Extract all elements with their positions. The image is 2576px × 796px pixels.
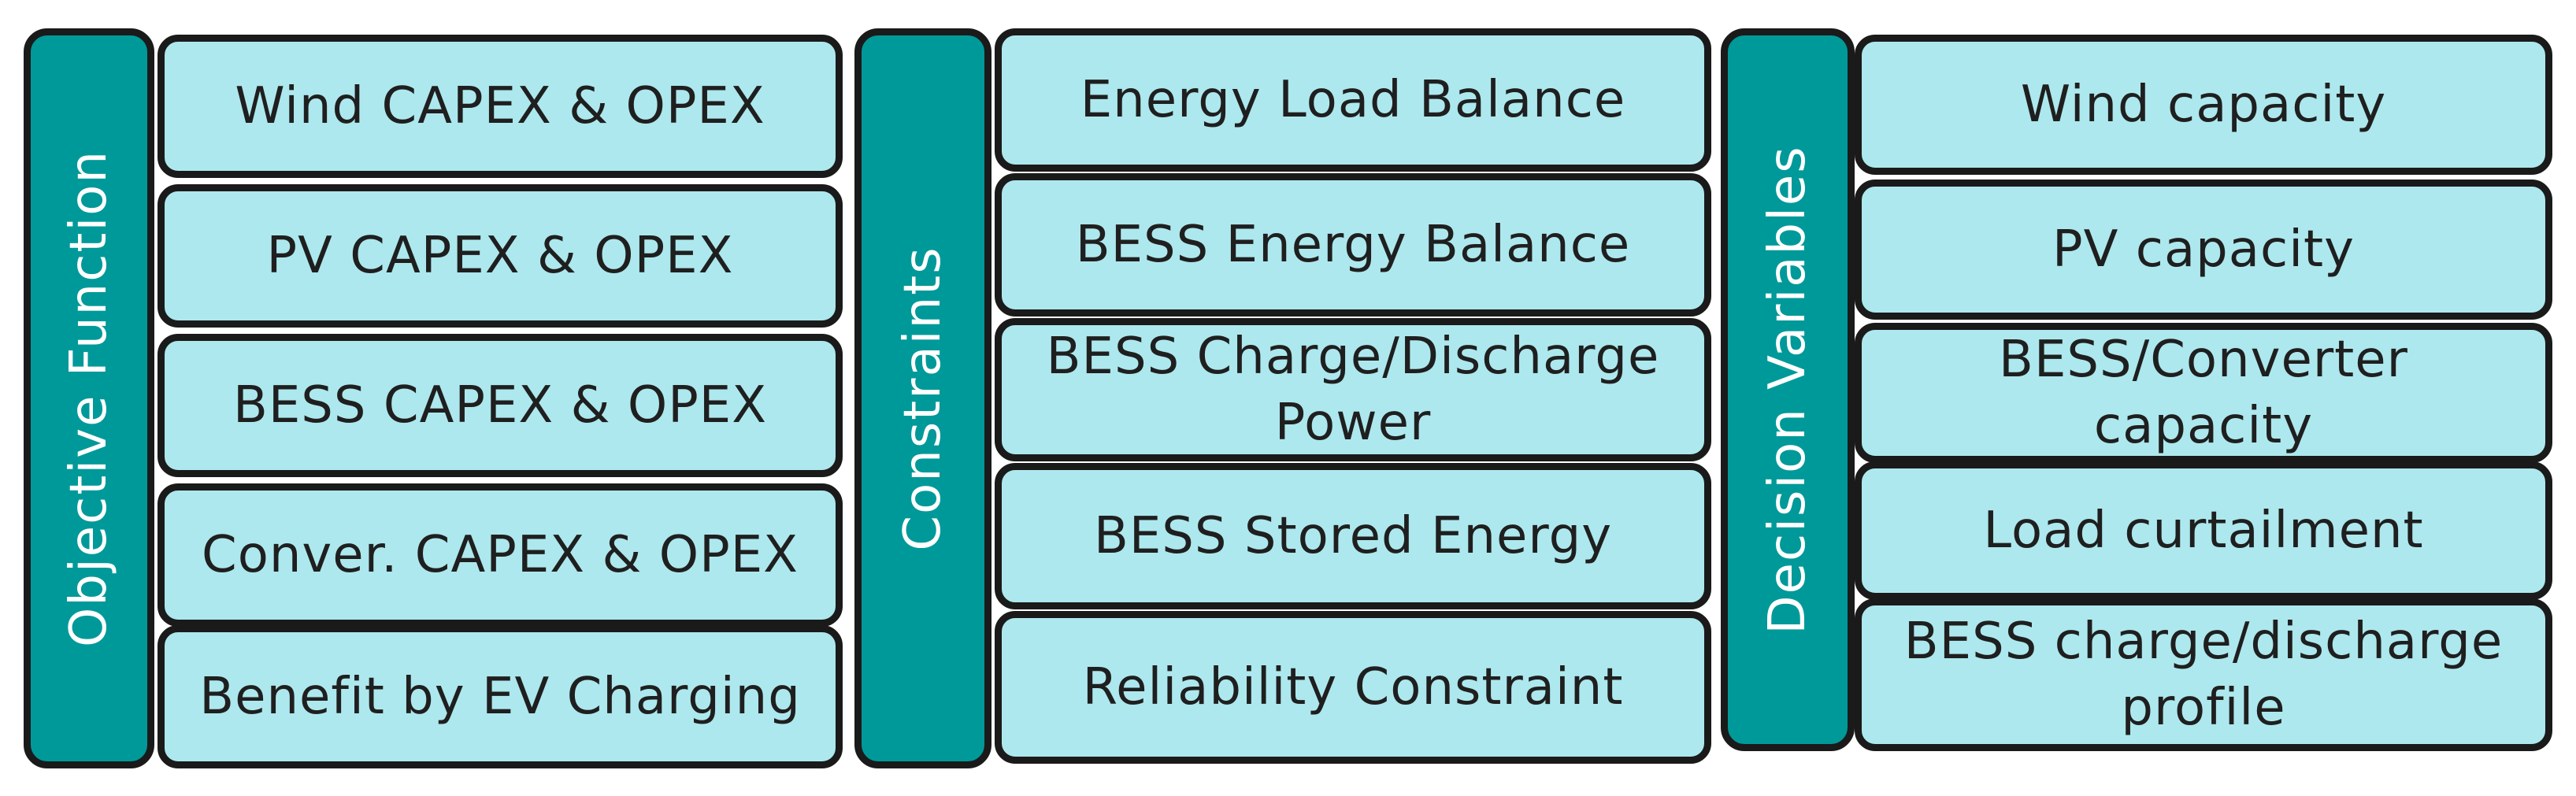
decision-item-wind-capacity: Wind capacity xyxy=(1855,35,2552,175)
constraint-item-reliability: Reliability Constraint xyxy=(995,611,1711,764)
objective-function-header: Objective Function xyxy=(24,28,154,768)
objective-item-pv: PV CAPEX & OPEX xyxy=(158,184,843,328)
constraints-label: Constraints xyxy=(894,246,952,551)
objective-item-ev-benefit: Benefit by EV Charging xyxy=(158,625,843,768)
objective-item-wind: Wind CAPEX & OPEX xyxy=(158,35,843,178)
decision-variables-label: Decision Variables xyxy=(1759,145,1817,635)
objective-item-converter: Conver. CAPEX & OPEX xyxy=(158,483,843,627)
decision-item-load-curtailment: Load curtailment xyxy=(1855,461,2552,600)
decision-item-bess-profile: BESS charge/discharge profile xyxy=(1855,598,2552,751)
constraint-item-bess-power: BESS Charge/Discharge Power xyxy=(995,318,1711,461)
constraint-item-bess-stored-energy: BESS Stored Energy xyxy=(995,463,1711,609)
constraint-item-load-balance: Energy Load Balance xyxy=(995,28,1711,172)
constraint-item-bess-energy-balance: BESS Energy Balance xyxy=(995,173,1711,317)
objective-function-label: Objective Function xyxy=(60,149,118,648)
constraints-header: Constraints xyxy=(854,28,991,768)
decision-item-bess-converter-capacity: BESS/Converter capacity xyxy=(1855,323,2552,463)
decision-item-pv-capacity: PV capacity xyxy=(1855,180,2552,320)
objective-item-bess: BESS CAPEX & OPEX xyxy=(158,334,843,477)
decision-variables-header: Decision Variables xyxy=(1721,28,1855,751)
